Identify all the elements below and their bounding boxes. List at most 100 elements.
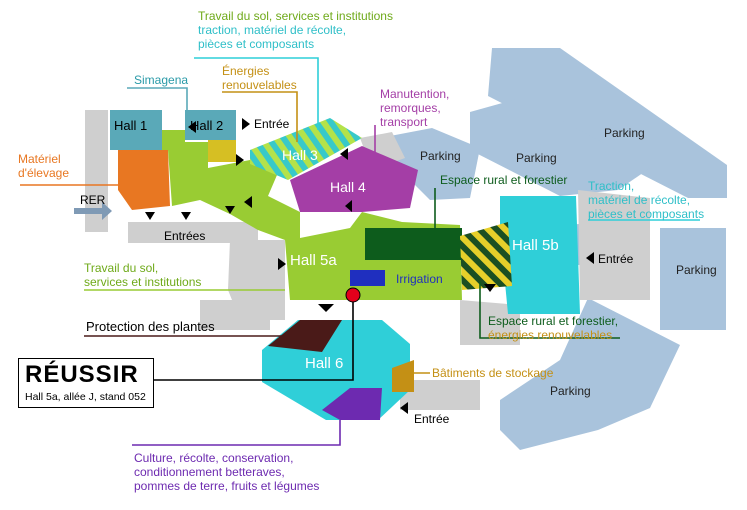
culture-line: Culture, récolte, conservation,: [134, 451, 293, 465]
arrow-icon: [244, 196, 252, 208]
espace-bottom-label: Espace rural et forestier, énergies reno…: [488, 314, 621, 342]
hall-5a-label: Hall 5a: [290, 252, 337, 269]
parking-label: Parking: [604, 126, 645, 140]
travail-left-line: Travail du sol,: [84, 261, 158, 275]
espace-bottom-line: énergies renouvelables: [488, 328, 612, 342]
culture-line: conditionnement betteraves,: [134, 465, 285, 479]
hall-3-label: Hall 3: [282, 147, 318, 163]
leader-line: [127, 87, 188, 110]
arrow-icon: [400, 402, 408, 414]
rer-label: RER: [80, 193, 106, 207]
sector-culture-recolte[interactable]: [322, 388, 382, 420]
espace-bottom-line: Espace rural et forestier,: [488, 314, 618, 328]
arrow-icon: [340, 148, 348, 160]
traction-right-line: Traction,: [588, 179, 634, 193]
rer-arrow-shaft: [74, 208, 102, 214]
sector-materiel-elevage[interactable]: [118, 150, 170, 210]
leader-lines: [20, 57, 700, 446]
parking-label: Parking: [550, 384, 591, 398]
parking-lot: [488, 48, 727, 198]
grey-walkway: [578, 190, 650, 300]
arrow-icon: [278, 258, 286, 270]
energies-label: Énergies renouvelables: [222, 63, 297, 92]
parking-label: Parking: [420, 149, 461, 163]
leader-line: [132, 420, 341, 446]
travail-top-label: Travail du sol, services et institutions…: [198, 9, 396, 51]
entrance-label: Entrée: [414, 412, 450, 426]
parking-lot: [470, 98, 650, 196]
materiel-line: Matériel: [18, 152, 61, 166]
rer-arrow: [74, 202, 112, 220]
hall-1[interactable]: [110, 110, 162, 150]
arrow-icon: [484, 284, 496, 292]
travail-top-line: pièces et composants: [198, 37, 314, 51]
hall-1-label: Hall 1: [114, 118, 147, 133]
batiments-label: Bâtiments de stockage: [432, 366, 554, 380]
manutention-label: Manutention, remorques, transport: [380, 87, 453, 129]
arrow-icon: [345, 200, 352, 212]
parking-lot: [500, 298, 680, 450]
materiel-line: d'élevage: [18, 166, 69, 180]
arrow-icon: [242, 118, 250, 130]
arrow-icon: [188, 121, 196, 133]
arrow-icon: [102, 202, 112, 220]
leader-line: [154, 302, 354, 381]
parking-label: Parking: [516, 151, 557, 165]
halls: [110, 110, 580, 420]
manutention-line: transport: [380, 115, 428, 129]
leader-line: [194, 57, 319, 130]
traction-right-label: Traction, matériel de récolte, pièces et…: [588, 179, 704, 221]
hall-5b[interactable]: [500, 196, 580, 314]
culture-line: pommes de terre, fruits et légumes: [134, 479, 319, 493]
espace-top-label: Espace rural et forestier: [440, 173, 567, 187]
entrance-arrows: [145, 118, 594, 414]
travail-left-line: services et institutions: [84, 275, 201, 289]
energies-line: Énergies: [222, 63, 269, 78]
sector-espace-rural-energies[interactable]: [460, 222, 512, 290]
sector-espace-rural-forestier[interactable]: [365, 228, 462, 260]
culture-label: Culture, récolte, conservation, conditio…: [134, 451, 319, 493]
grey-walkway: [400, 380, 480, 410]
hall-4[interactable]: [290, 146, 418, 212]
reussir-badge[interactable]: RÉUSSIR Hall 5a, allée J, stand 052: [18, 358, 154, 408]
brand-logo: RÉUSSIR: [25, 361, 139, 388]
hall-6-label: Hall 6: [305, 355, 343, 372]
travail-left-label: Travail du sol, services et institutions: [84, 261, 201, 289]
energies-line: renouvelables: [222, 78, 297, 92]
arrow-icon: [181, 212, 191, 220]
sector-irrigation[interactable]: [350, 270, 385, 286]
hall-3[interactable]: [250, 118, 362, 180]
manutention-line: remorques,: [380, 101, 441, 115]
leader-line: [479, 282, 620, 339]
traction-right-line: matériel de récolte,: [588, 193, 690, 207]
hall-4-label: Hall 4: [330, 179, 366, 195]
irrigation-label: Irrigation: [396, 272, 443, 286]
materiel-label: Matériel d'élevage: [18, 152, 69, 180]
arrow-icon: [225, 206, 235, 214]
arrow-icon: [236, 154, 244, 166]
sector-energies-renouvelables[interactable]: [208, 140, 236, 162]
grey-walkway: [200, 300, 270, 330]
hall-2[interactable]: [185, 110, 236, 140]
arrow-icon: [145, 212, 155, 220]
entrance-label: Entrée: [254, 117, 290, 131]
arrow-icon: [318, 304, 334, 312]
protection-label: Protection des plantes: [86, 319, 215, 334]
reussir-stand-marker[interactable]: [345, 287, 361, 303]
simagena-label: Simagena: [134, 73, 188, 87]
grey-walkway: [85, 110, 108, 232]
manutention-line: Manutention,: [380, 87, 449, 101]
travail-top-line: Travail du sol, services et institutions: [198, 9, 393, 23]
entrances-label: Entrées: [164, 229, 205, 243]
stand-location: Hall 5a, allée J, stand 052: [25, 391, 146, 403]
sector-batiments-stockage[interactable]: [392, 360, 414, 392]
parking-lot: [660, 228, 726, 330]
sector-protection-plantes[interactable]: [268, 320, 342, 352]
leader-line: [222, 91, 298, 142]
parking-areas: [390, 48, 727, 450]
travail-top-line: traction, matériel de récolte,: [198, 23, 346, 37]
hall-2-label: Hall 2: [190, 118, 223, 133]
parking-label: Parking: [676, 263, 717, 277]
entrance-label: Entrée: [598, 252, 634, 266]
traction-right-line: pièces et composants: [588, 207, 704, 221]
